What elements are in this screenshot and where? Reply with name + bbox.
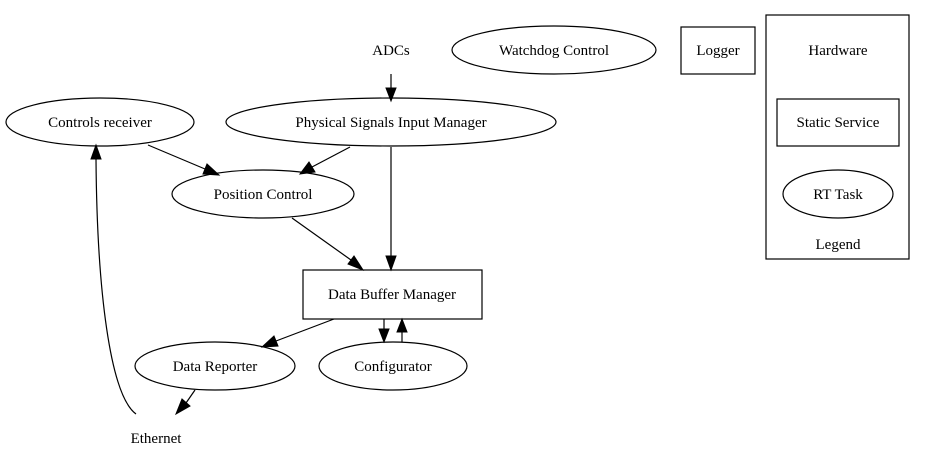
node-controls-receiver-label: Controls receiver [48, 115, 152, 131]
legend-static-service-label: Static Service [797, 115, 880, 131]
node-physical-signals-input-manager: Physical Signals Input Manager [225, 97, 557, 147]
edge-data-buffer-to-configurator [378, 319, 390, 344]
edge-controls-receiver-to-position-control [147, 144, 221, 176]
node-data-reporter: Data Reporter [134, 341, 296, 391]
edge-data-buffer-to-data-reporter [260, 318, 335, 348]
node-data-reporter-label: Data Reporter [173, 359, 258, 375]
edge-position-control-to-data-buffer [291, 217, 365, 272]
node-ethernet-label: Ethernet [131, 431, 183, 447]
edge-data-reporter-to-ethernet [175, 389, 196, 416]
legend-rt-task-label: RT Task [813, 187, 863, 203]
node-position-control-label: Position Control [214, 187, 313, 203]
node-physical-signals-label: Physical Signals Input Manager [295, 115, 486, 131]
edge-configurator-to-data-buffer [396, 317, 408, 342]
legend-panel: Hardware Static Service RT Task Legend [765, 14, 910, 260]
legend-title: Legend [816, 237, 861, 253]
edge-adcs-to-physical-signals [385, 74, 397, 103]
node-logger: Logger [680, 26, 756, 75]
node-watchdog-control: Watchdog Control [451, 25, 657, 75]
node-data-buffer-label: Data Buffer Manager [328, 287, 456, 303]
node-logger-label: Logger [696, 43, 739, 59]
node-adcs: ADCs [372, 43, 410, 59]
edge-physical-signals-to-position-control [298, 146, 351, 175]
node-configurator: Configurator [318, 341, 468, 391]
node-configurator-label: Configurator [354, 359, 431, 375]
node-controls-receiver: Controls receiver [5, 97, 195, 147]
legend-hardware-label: Hardware [808, 43, 867, 59]
node-data-buffer-manager: Data Buffer Manager [302, 269, 483, 320]
node-ethernet: Ethernet [131, 431, 183, 447]
edge-physical-signals-to-data-buffer [385, 147, 397, 272]
node-position-control: Position Control [171, 169, 355, 219]
edge-ethernet-to-controls-receiver [90, 143, 137, 415]
node-adcs-label: ADCs [372, 43, 410, 59]
node-watchdog-control-label: Watchdog Control [499, 43, 609, 59]
